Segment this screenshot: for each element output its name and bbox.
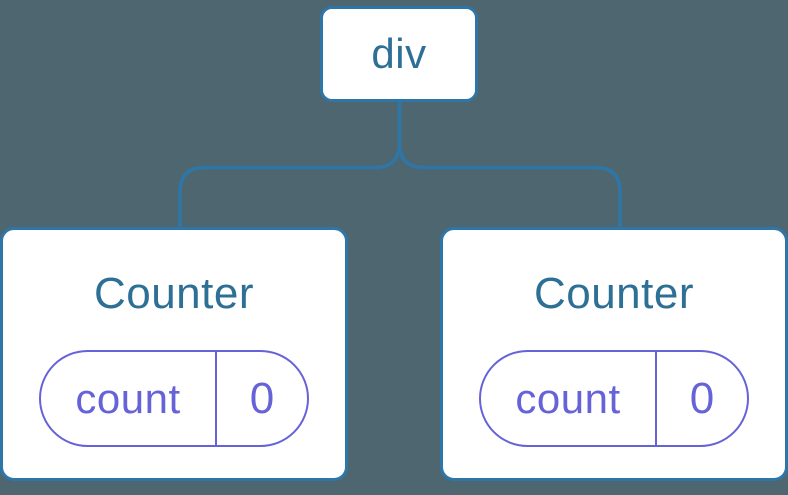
state-key-section: count bbox=[481, 352, 657, 445]
root-node-label: div bbox=[371, 30, 427, 77]
root-node-div: div bbox=[320, 6, 478, 102]
state-value-label: 0 bbox=[249, 373, 275, 423]
component-title: Counter bbox=[533, 269, 695, 318]
branch-right-line bbox=[397, 101, 622, 229]
component-title: Counter bbox=[93, 269, 255, 318]
counter-card-right: Counter count 0 bbox=[440, 227, 788, 481]
state-key-section: count bbox=[41, 352, 217, 445]
branch-left-line bbox=[178, 101, 402, 229]
counter-card-left: Counter count 0 bbox=[0, 227, 348, 481]
state-value-section: 0 bbox=[657, 352, 747, 445]
state-pill: count 0 bbox=[479, 350, 749, 447]
state-key-label: count bbox=[515, 374, 621, 422]
state-key-label: count bbox=[75, 374, 181, 422]
state-pill: count 0 bbox=[39, 350, 309, 447]
state-value-label: 0 bbox=[689, 373, 715, 423]
state-value-section: 0 bbox=[217, 352, 307, 445]
